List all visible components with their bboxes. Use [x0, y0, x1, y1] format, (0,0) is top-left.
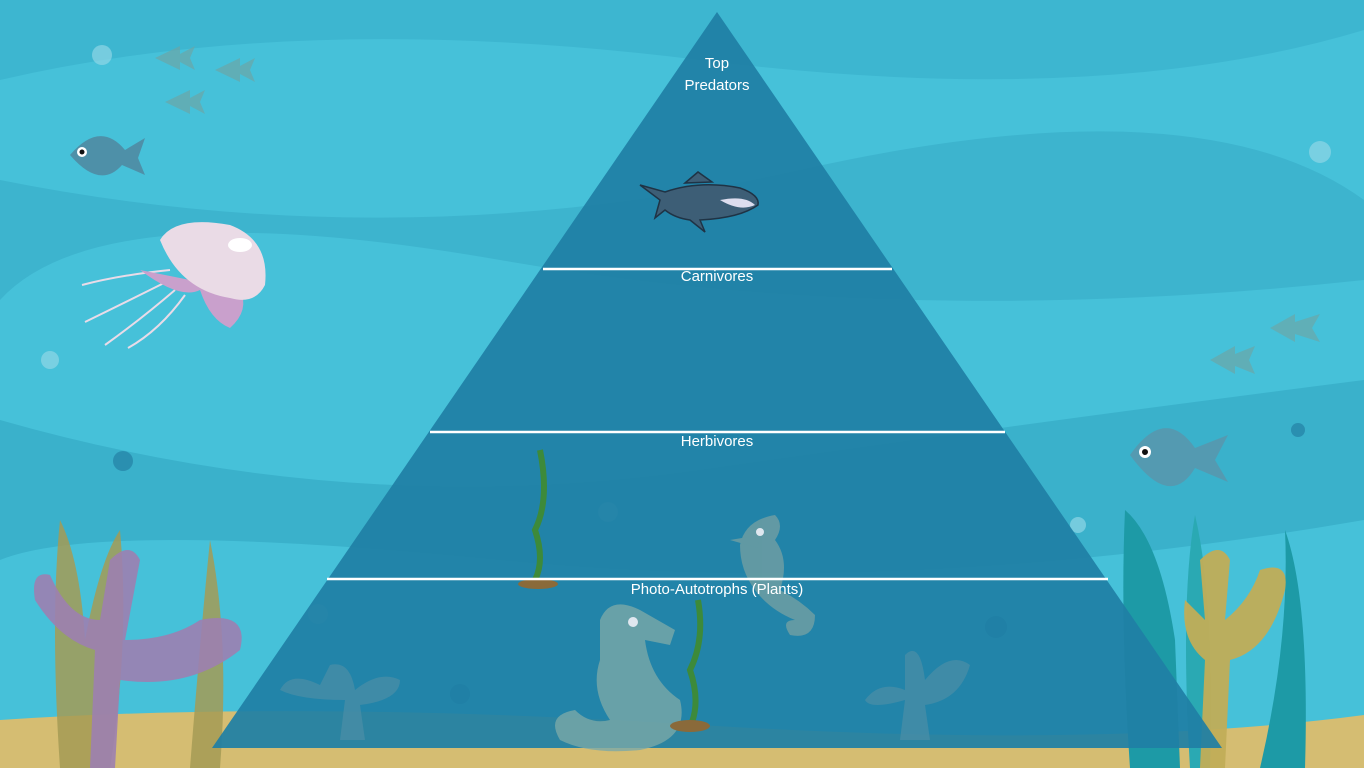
coral-silhouette-icon: [280, 650, 970, 740]
label-line: Top: [704, 55, 730, 72]
fish-icon: [70, 136, 145, 176]
seaweed-icon: [670, 599, 710, 732]
level-label-carnivores: Carnivores: [680, 268, 754, 285]
seahorse-eye: [756, 528, 764, 536]
level-label-top-predators: Top Predators: [567, 53, 867, 97]
label-line: Predators: [684, 77, 750, 94]
wave-band: [0, 0, 1364, 80]
seaweed-icon: [518, 449, 558, 589]
shark-icon: [639, 171, 759, 233]
pyramid: [212, 12, 1222, 748]
coral-icon: [34, 520, 242, 768]
fish-school-icon: [155, 46, 1320, 374]
jellyfish-icon: [81, 222, 266, 349]
seahorse-icon: [555, 604, 682, 752]
level-label-herbivores: Herbivores: [680, 433, 754, 450]
level-label-producers: Photo-Autotrophs (Plants): [630, 581, 804, 598]
seahorse-icon: [730, 515, 815, 636]
seahorse-eye: [628, 617, 638, 627]
fish-icon: [1130, 428, 1228, 487]
